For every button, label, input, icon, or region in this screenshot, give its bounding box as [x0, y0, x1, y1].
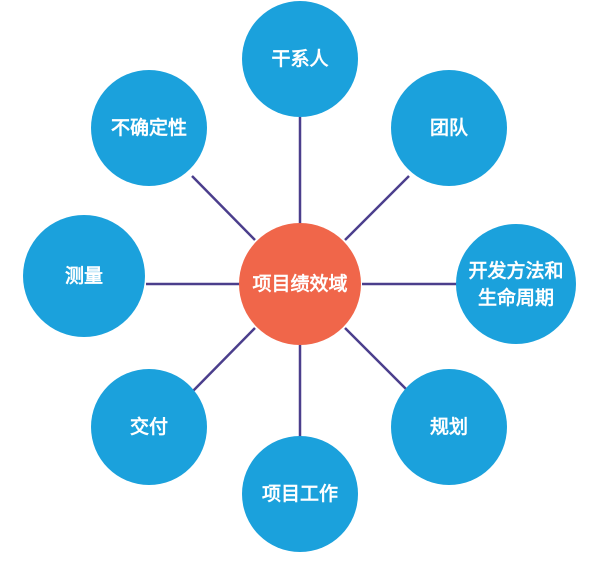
node-circle [391, 369, 507, 485]
node-delivery: 交付 [91, 369, 207, 485]
node-circle [23, 215, 145, 337]
connector-team [344, 175, 410, 241]
center-label: 项目绩效域 [252, 272, 347, 295]
node-circle [242, 436, 358, 552]
node-uncertainty: 不确定性 [91, 70, 207, 186]
node-development-approach: 开发方法和 生命周期 [456, 224, 576, 344]
node-label: 干系人 [271, 48, 329, 70]
node-circle [456, 224, 576, 344]
connector-planning [344, 327, 410, 393]
center-circle [239, 223, 361, 345]
node-label: 项目工作 [262, 482, 338, 505]
node-label: 团队 [430, 116, 469, 139]
node-label: 不确定性 [111, 116, 187, 139]
node-label-line1: 开发方法和 [468, 259, 563, 282]
node-circle [391, 70, 507, 186]
center-node: 项目绩效域 [239, 223, 361, 345]
node-circle [91, 70, 207, 186]
node-circle [242, 1, 358, 117]
node-team: 团队 [391, 70, 507, 186]
connectors [146, 117, 457, 440]
connector-uncertainty [191, 175, 256, 241]
node-project-work: 项目工作 [242, 436, 358, 552]
node-measurement: 测量 [23, 215, 145, 337]
node-circle [91, 369, 207, 485]
node-label-line2: 生命周期 [478, 286, 554, 309]
node-planning: 规划 [391, 369, 507, 485]
node-label: 交付 [130, 415, 168, 438]
node-label: 测量 [65, 265, 103, 287]
node-stakeholders: 干系人 [242, 1, 358, 117]
connector-delivery [191, 327, 256, 393]
node-label: 规划 [430, 415, 468, 438]
